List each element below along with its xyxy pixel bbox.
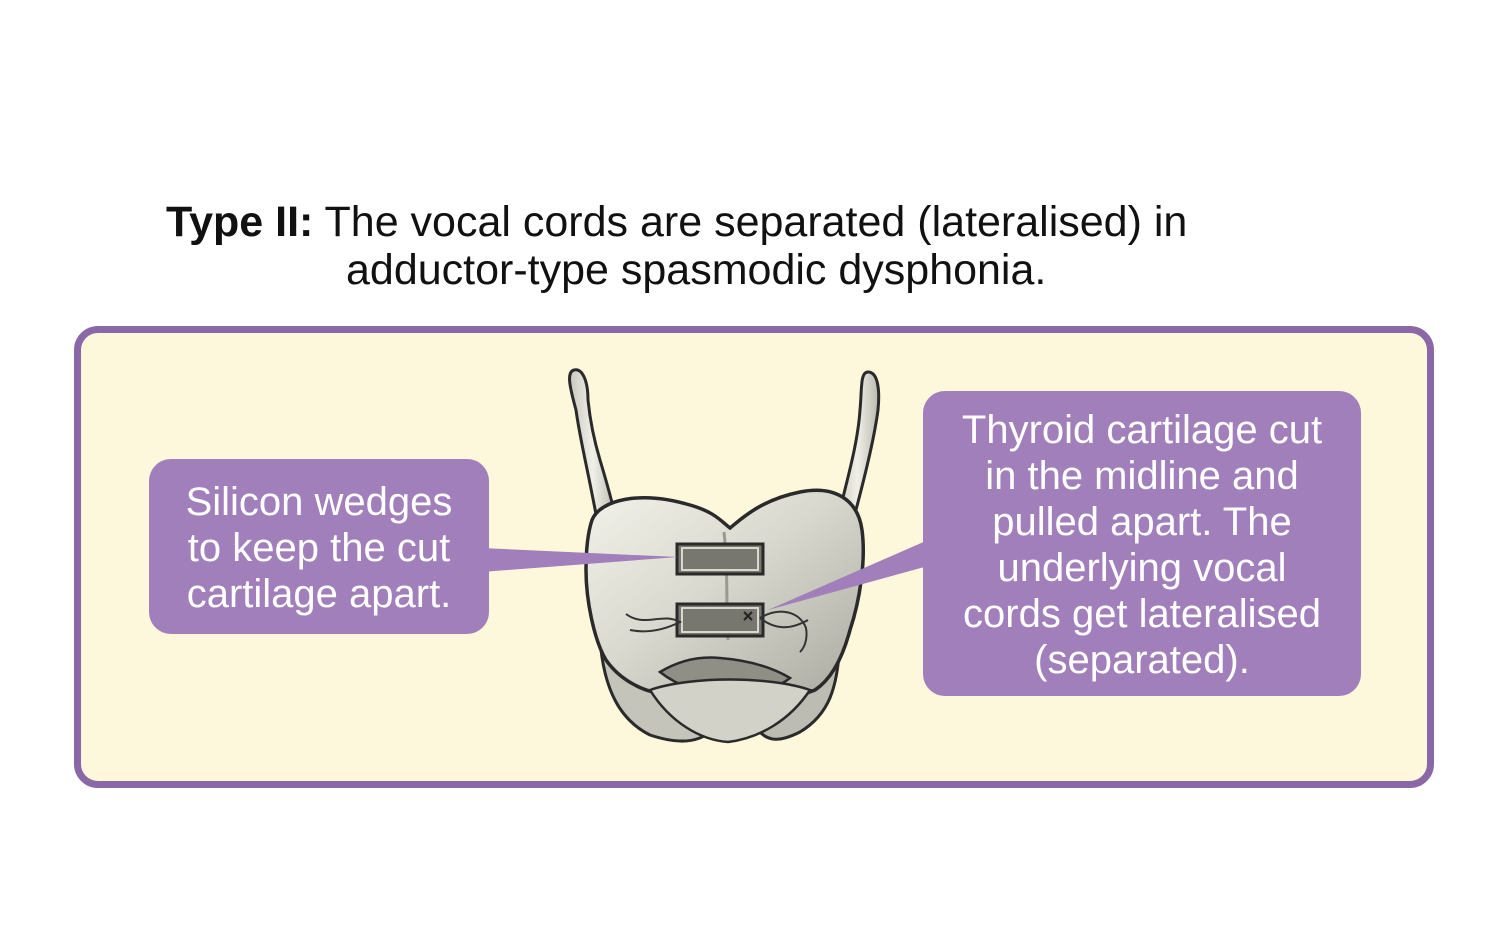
diagram-heading: Type II: The vocal cords are separated (… <box>166 198 1366 294</box>
heading-description-part-2: adductor-type spasmodic dysphonia. <box>346 246 1047 294</box>
thyroid-cartilage-body <box>584 488 865 699</box>
left-superior-horn <box>568 368 618 527</box>
heading-description-part-1: The vocal cords are separated (lateralis… <box>313 198 1188 246</box>
left-callout-pointer <box>482 548 678 572</box>
right-superior-horn <box>834 370 881 527</box>
cartilage-cut-callout: Thyroid cartilage cut in the midline and… <box>923 391 1361 696</box>
suture-right <box>759 610 809 653</box>
suture-left <box>625 613 683 633</box>
heading-type-label: Type II: <box>166 198 314 246</box>
right-callout-pointer <box>768 540 928 610</box>
lower-silicon-wedge <box>675 602 765 638</box>
silicon-wedges-callout: Silicon wedges to keep the cut cartilage… <box>149 459 489 634</box>
heading-line-1: Type II: The vocal cords are separated (… <box>166 198 1366 246</box>
